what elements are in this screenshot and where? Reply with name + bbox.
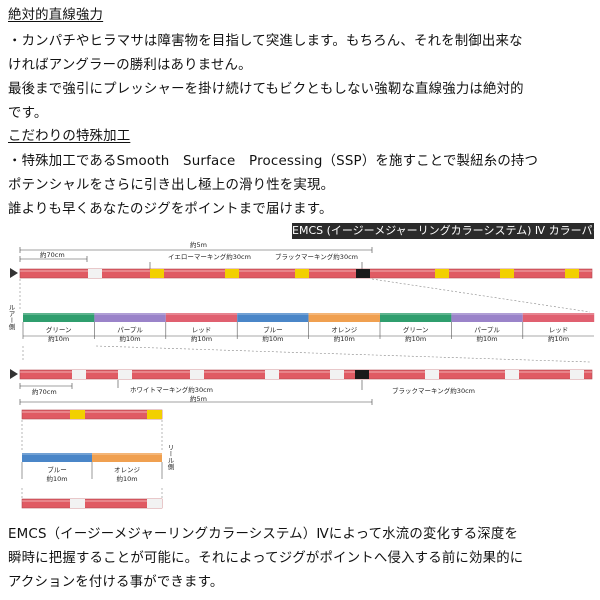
footer-line: アクションを付ける事ができます。 xyxy=(8,575,224,590)
white-mark xyxy=(425,370,439,379)
black-mark xyxy=(356,269,370,278)
segment-name-label: ブルー xyxy=(47,465,67,474)
segment-length-label: 約10m xyxy=(120,334,141,343)
segment-length-label: 約10m xyxy=(477,334,498,343)
segment-name-label: オレンジ xyxy=(331,326,358,334)
segment-name-label: パープル xyxy=(474,326,500,334)
color-segment xyxy=(308,313,380,322)
white-mark xyxy=(505,370,519,379)
black-marking-label-2: ブラックマーキング約30cm xyxy=(392,386,475,395)
color-segment xyxy=(451,313,523,322)
segment-length-label: 約10m xyxy=(334,334,355,343)
segment-name-label: パープル xyxy=(117,326,143,334)
segment-name-label: ブルー xyxy=(263,325,283,334)
short-line xyxy=(21,409,163,420)
yellow-mark xyxy=(500,269,514,278)
marking-line-top: 約5m 約70cm イエローマーキング約30cm ブラックマーキング約30cm xyxy=(10,240,593,313)
segment-length-label: 約10m xyxy=(191,334,212,343)
color-segment xyxy=(94,313,166,322)
yellow-mark xyxy=(70,410,85,419)
body-line: 最後まで強引にプレッシャーを掛け続けてもビクともしない強靭な直線強力は絶対的 xyxy=(8,82,524,97)
white-mark xyxy=(190,370,204,379)
segment-name-label: レッド xyxy=(192,326,212,334)
yellow-mark xyxy=(295,269,309,278)
body-line: ・特殊加工であるSmooth Surface Processing（SSP）を施… xyxy=(8,154,539,169)
color-segment xyxy=(522,313,595,322)
segment-name-label: レッド xyxy=(549,326,569,334)
zoom-guide-right xyxy=(371,278,591,313)
color-segment xyxy=(165,313,238,322)
line-arrow-left xyxy=(10,268,18,278)
marking-line-2 xyxy=(19,369,593,380)
color-segment xyxy=(237,313,309,322)
white-marking-label: ホワイトマーキング約30cm xyxy=(130,385,213,394)
heading-straight-strength: 絶対的直線強力 xyxy=(8,8,104,23)
white-mark xyxy=(330,370,344,379)
dimension-5m-label-2: 約5m xyxy=(190,394,207,403)
segment-name-label: グリーン xyxy=(46,325,72,334)
color-segment xyxy=(380,313,452,322)
dimension-70cm-label: 約70cm xyxy=(40,250,65,259)
footer-line: EMCS（イージーメジャーリングカラーシステム）Ⅳによって水流の変化する深度を xyxy=(8,527,519,542)
segment-length-label: 約10m xyxy=(548,334,569,343)
color-segment-line: ルアー側グリーン約10mパープル約10mレッド約10mブルー約10mオレンジ約1… xyxy=(7,304,595,363)
yellow-mark xyxy=(225,269,239,278)
yellow-mark xyxy=(435,269,449,278)
body-line: 誰よりも早くあなたのジグをポイントまで届けます。 xyxy=(8,202,333,217)
end-line xyxy=(21,498,163,509)
emcs-banner: EMCS (イージーメジャーリングカラーシステム) Ⅳ カラーパターン xyxy=(292,223,594,239)
segment-length-label: 約10m xyxy=(116,474,137,483)
color-segment xyxy=(92,453,162,462)
lure-side-label: ルアー側 xyxy=(7,304,15,330)
black-mark xyxy=(355,370,369,379)
segment-length-label: 約10m xyxy=(262,334,283,343)
white-mark xyxy=(570,370,584,379)
dimension-5m-label: 約5m xyxy=(190,240,207,249)
white-mark xyxy=(265,370,279,379)
yellow-mark xyxy=(150,269,164,278)
reel-side-label: リール側 xyxy=(166,444,174,470)
white-mark xyxy=(70,499,85,508)
body-line: ければアングラーの勝利はありません。 xyxy=(8,58,252,73)
segment-name-label: オレンジ xyxy=(114,466,141,474)
white-mark xyxy=(72,370,86,379)
dimension-70cm-label-2: 約70cm xyxy=(32,387,57,396)
yellow-marking-label: イエローマーキング約30cm xyxy=(168,252,251,261)
body-line: ・カンパチやヒラマサは障害物を目指して突進します。もちろん、それを制御出来な xyxy=(8,34,523,49)
white-mark xyxy=(147,499,162,508)
white-mark xyxy=(88,269,102,278)
segment-length-label: 約10m xyxy=(405,334,426,343)
footer-line: 瞬時に把握することが可能に。それによってジグがポイントへ侵入する前に効果的に xyxy=(8,551,524,566)
marking-line-middle: 約70cm ホワイトマーキング約30cm ブラックマーキング約30cm 約5m xyxy=(10,369,593,405)
color-segment xyxy=(22,453,92,462)
segment-length-label: 約10m xyxy=(46,474,67,483)
zoom-guide-right-2 xyxy=(95,345,591,363)
yellow-mark xyxy=(147,410,162,419)
yellow-mark xyxy=(565,269,579,278)
color-segment xyxy=(23,313,95,322)
line-arrow-left-2 xyxy=(10,369,18,379)
body-line: です。 xyxy=(8,106,48,121)
segment-length-label: 約10m xyxy=(48,334,69,343)
white-mark xyxy=(118,370,132,379)
segment-name-label: グリーン xyxy=(403,325,429,334)
black-marking-label: ブラックマーキング約30cm xyxy=(275,252,358,261)
body-line: ポテンシャルをさらに引き出し極上の滑り性を実現。 xyxy=(8,178,335,193)
heading-special-processing: こだわりの特殊加工 xyxy=(8,129,131,144)
